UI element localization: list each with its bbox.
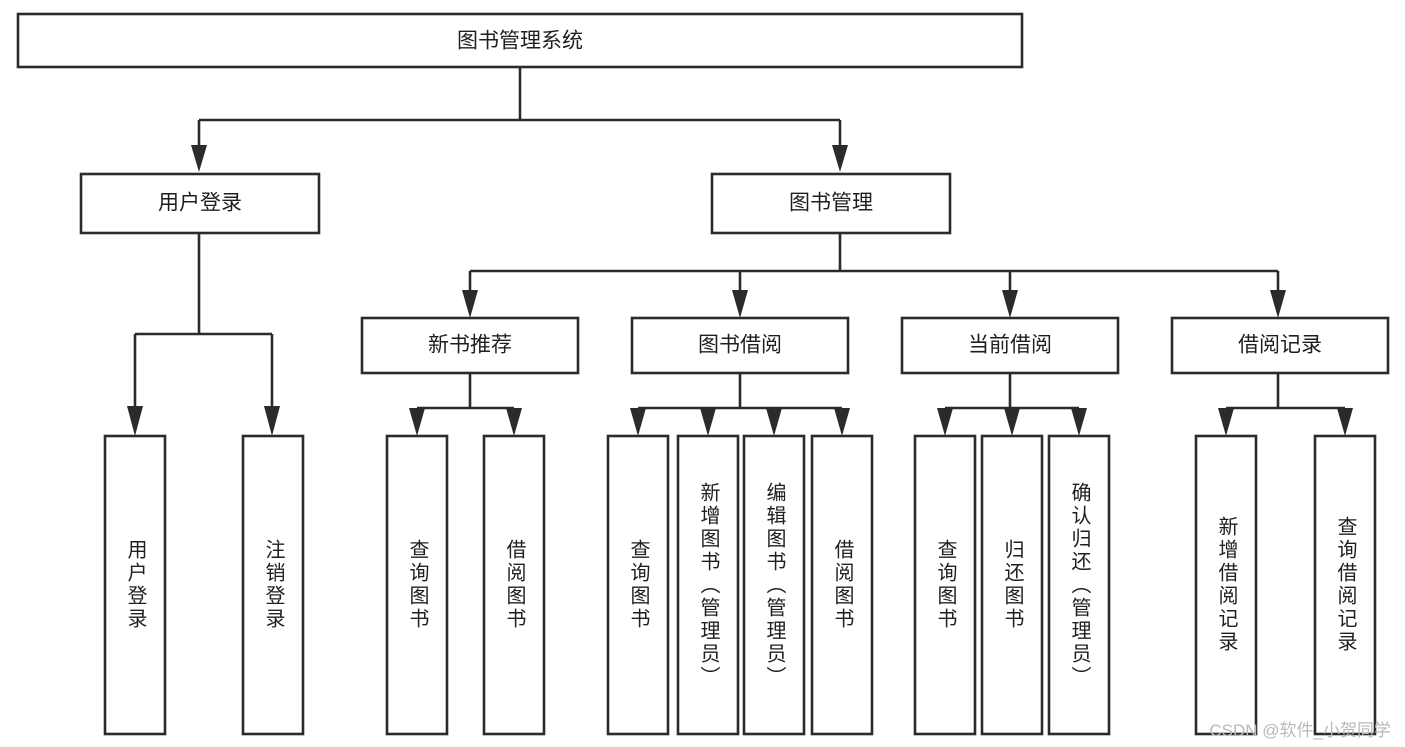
arrowhead-leaf-4 <box>630 408 646 436</box>
node-layer: 图书管理系统 用户登录 图书管理 新书推荐 图书借阅 当前借阅 借阅记录 <box>16 12 1390 736</box>
arrowhead-leaf-8 <box>937 408 953 436</box>
node-lf-8-box[interactable] <box>913 434 977 736</box>
node-l2-2-label: 当前借阅 <box>968 334 1052 357</box>
arrowhead-l2-1 <box>732 290 748 318</box>
arrowhead-leaf-9 <box>1004 408 1020 436</box>
arrowhead-leaf-2 <box>409 408 425 436</box>
node-l2-1-box[interactable] <box>630 316 850 375</box>
arrowhead-l2-3 <box>1270 290 1286 318</box>
node-lf-7-box[interactable] <box>810 434 874 736</box>
arrowhead-l2-2 <box>1002 290 1018 318</box>
node-lf-5-box[interactable] <box>676 434 740 736</box>
arrowhead-leaf-7 <box>834 408 850 436</box>
node-root-label: 图书管理系统 <box>457 30 583 53</box>
node-lf-3-box[interactable] <box>482 434 546 736</box>
connector-layer <box>127 67 1353 436</box>
node-lf-4-box[interactable] <box>606 434 670 736</box>
node-l1-1-box[interactable] <box>710 172 952 235</box>
arrowhead-book-mgmt <box>832 145 848 172</box>
node-lf-10-box[interactable] <box>1047 434 1111 736</box>
arrowhead-user-login <box>191 145 207 172</box>
node-l2-1-label: 图书借阅 <box>698 334 782 357</box>
arrowhead-l2-0 <box>462 290 478 318</box>
arrowhead-leaf-0 <box>127 406 143 436</box>
node-lf-0-box[interactable] <box>103 434 167 736</box>
node-lf-2-box[interactable] <box>385 434 449 736</box>
arrowhead-leaf-3 <box>506 408 522 436</box>
arrowhead-leaf-12 <box>1337 408 1353 436</box>
arrowhead-leaf-11 <box>1218 408 1234 436</box>
node-l1-1-label: 图书管理 <box>789 192 873 215</box>
arrowhead-leaf-5 <box>700 408 716 436</box>
node-l2-0-box[interactable] <box>360 316 580 375</box>
node-l2-2-box[interactable] <box>900 316 1120 375</box>
node-l1-0-box[interactable] <box>79 172 321 235</box>
node-lf-9-box[interactable] <box>980 434 1044 736</box>
node-l2-0-label: 新书推荐 <box>428 334 512 357</box>
node-l1-0-label: 用户登录 <box>158 192 242 215</box>
node-lf-6-box[interactable] <box>742 434 806 736</box>
node-lf-1-box[interactable] <box>241 434 305 736</box>
node-root-box[interactable] <box>16 12 1024 69</box>
node-l2-3-label: 借阅记录 <box>1238 334 1322 357</box>
arrowhead-leaf-6 <box>766 408 782 436</box>
node-l2-3-box[interactable] <box>1170 316 1390 375</box>
arrowhead-leaf-1 <box>264 406 280 436</box>
node-lf-12-box[interactable] <box>1313 434 1377 736</box>
arrowhead-leaf-10 <box>1071 408 1087 436</box>
node-lf-11-box[interactable] <box>1194 434 1258 736</box>
